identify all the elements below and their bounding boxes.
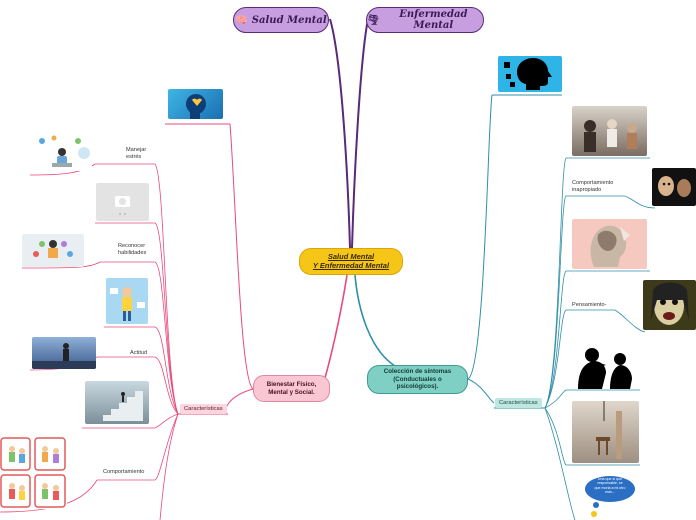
caracteristicas-left-tag[interactable]: Características bbox=[180, 404, 227, 414]
connector-central-pink bbox=[324, 274, 348, 379]
bienestar-node[interactable]: Bienestar Físico, Mental y Social. bbox=[253, 375, 330, 402]
pensamiento-label[interactable]: Pensamiento- bbox=[572, 302, 607, 308]
group-sadness-photo-image[interactable] bbox=[572, 106, 647, 156]
thought-bubble-icon bbox=[585, 476, 635, 517]
scary-face-photo-image[interactable] bbox=[643, 280, 696, 330]
behavior-cards-image[interactable] bbox=[0, 437, 67, 509]
reconocer-habilidades-label[interactable]: Reconocer habilidades bbox=[118, 243, 146, 257]
puzzle-head-icon bbox=[504, 58, 552, 90]
stress-illustration-image[interactable] bbox=[32, 133, 92, 171]
comportamiento-inapropiado-label[interactable]: Comportamiento inapropiado bbox=[572, 180, 613, 194]
connector-salud bbox=[329, 18, 351, 249]
topic-salud-mental[interactable]: 🧠 Salud Mental bbox=[233, 7, 329, 33]
caracteristicas-right-tag[interactable]: Características bbox=[495, 398, 542, 408]
actitud-label[interactable]: Actitud bbox=[130, 350, 148, 356]
sintomas-line1: Colección de síntomas bbox=[383, 368, 452, 376]
argument-silhouette-icon bbox=[578, 348, 632, 389]
skills-illustration-image[interactable] bbox=[22, 234, 84, 267]
sintomas-node[interactable]: Colección de síntomas (Conductuales o ps… bbox=[367, 365, 468, 394]
stairs-photo-image[interactable] bbox=[85, 381, 149, 424]
reconocer-line1: Reconocer bbox=[118, 243, 146, 249]
topic-enfermedad-mental[interactable]: 🌪 Enfermedad Mental bbox=[366, 7, 484, 33]
person-laptop-icon bbox=[39, 135, 90, 167]
attitude-photo-image[interactable] bbox=[32, 337, 96, 369]
comportamiento-line1: Comportamiento bbox=[572, 180, 614, 186]
topic-salud-mental-label: Salud Mental bbox=[251, 14, 327, 26]
thought-bubble-image[interactable]: Una que si que responsable, se que moria… bbox=[584, 474, 640, 518]
camera-icon bbox=[115, 196, 130, 215]
brain-icon: 🧠 bbox=[235, 14, 248, 26]
blue-head-heart-image[interactable] bbox=[168, 89, 223, 119]
connector-enfermedad bbox=[351, 18, 369, 249]
bubble-line3: que moria a mi otro bbox=[594, 485, 626, 490]
camera-placeholder-image[interactable] bbox=[96, 183, 149, 221]
hanging-photo-image[interactable] bbox=[572, 401, 639, 463]
behavior-cards-icon bbox=[0, 437, 66, 508]
bienestar-line2: Mental y Social. bbox=[268, 388, 315, 396]
comportamiento-left-label[interactable]: Comportamiento bbox=[103, 469, 145, 475]
manejar-estres-label[interactable]: Manejar estrés bbox=[126, 147, 146, 161]
tornado-icon: 🌪 bbox=[367, 14, 380, 26]
multitask-illustration-image[interactable] bbox=[106, 278, 148, 324]
stairs-icon bbox=[95, 391, 143, 421]
central-topic-line2: Y Enfermedad Mental bbox=[312, 260, 390, 270]
argument-silhouette-image[interactable] bbox=[570, 345, 642, 389]
businessman-icon bbox=[32, 343, 96, 369]
sintomas-line2: (Conductuales o bbox=[393, 375, 442, 383]
bubble-line1: Una que si que bbox=[597, 477, 623, 481]
people-icon bbox=[584, 119, 637, 152]
thought-bubble-text: Una que si que responsable, se que moria… bbox=[588, 477, 632, 494]
busy-person-icon bbox=[110, 287, 145, 321]
central-topic[interactable]: Salud Mental Y Enfermedad Mental bbox=[299, 248, 403, 275]
manejar-line1: Manejar bbox=[126, 147, 147, 153]
manejar-line2: estrés bbox=[126, 153, 142, 160]
teamwork-icon bbox=[33, 240, 73, 258]
bienestar-line1: Bienestar Físico, bbox=[266, 381, 317, 389]
puzzle-head-image[interactable] bbox=[498, 56, 562, 92]
central-topic-line1: Salud Mental bbox=[327, 251, 375, 261]
dark-faces-photo-image[interactable] bbox=[652, 168, 696, 206]
connector-central-teal bbox=[354, 274, 396, 367]
puzzle-profile-image[interactable] bbox=[572, 219, 647, 269]
comportamiento-line2: inapropiado bbox=[572, 186, 602, 193]
head-silhouette-icon bbox=[186, 94, 206, 119]
broken-head-icon bbox=[590, 225, 630, 267]
bubble-line4: mas... bbox=[605, 489, 615, 494]
sintomas-line3: psicológicos). bbox=[396, 383, 439, 391]
scared-face-icon bbox=[658, 176, 691, 197]
topic-enfermedad-mental-label: Enfermedad Mental bbox=[399, 9, 468, 31]
scream-face-icon bbox=[651, 282, 689, 325]
reconocer-line2: habilidades bbox=[118, 249, 147, 256]
bubble-line2: responsable, se bbox=[597, 481, 623, 486]
chair-room-icon bbox=[596, 401, 622, 459]
